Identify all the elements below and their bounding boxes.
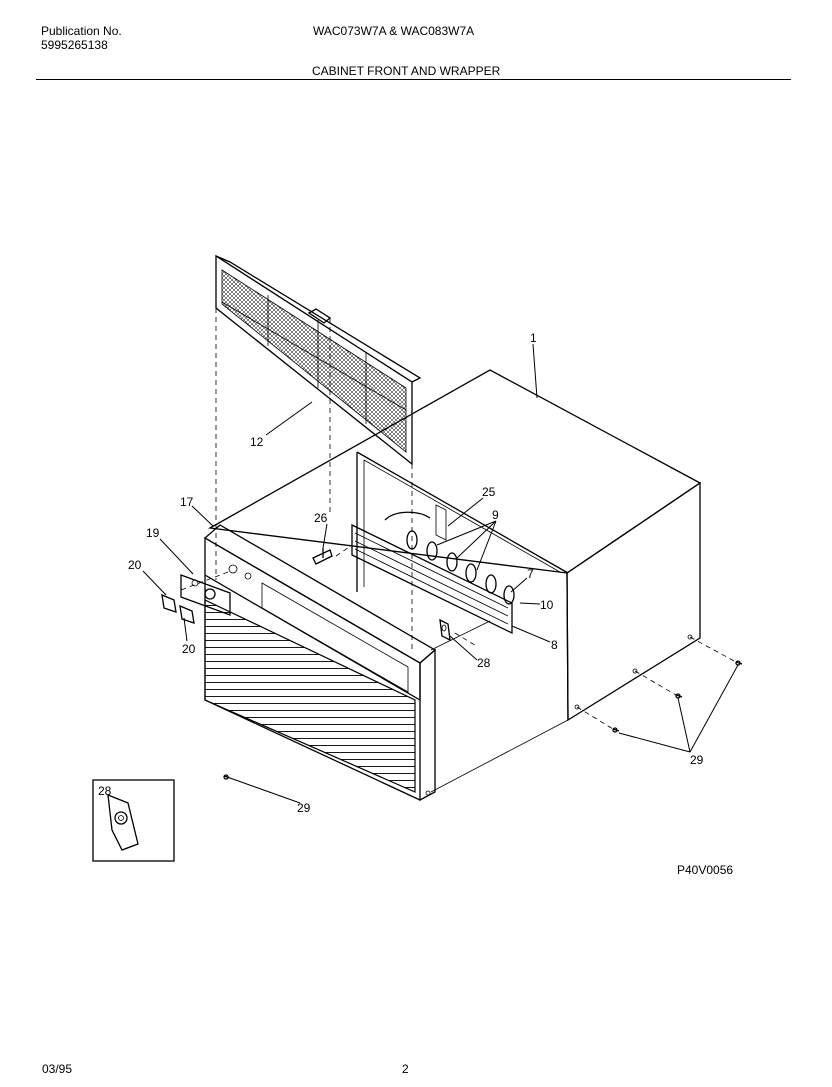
air-filter bbox=[215, 254, 422, 466]
callout-20-lower: 20 bbox=[182, 642, 196, 656]
model-numbers: WAC073W7A & WAC083W7A bbox=[313, 24, 475, 38]
retaining-clips bbox=[312, 548, 451, 642]
front-grille bbox=[203, 524, 437, 802]
publication-label: Publication No. bbox=[41, 24, 122, 38]
control-knobs bbox=[161, 593, 195, 624]
leader-lines bbox=[142, 343, 739, 804]
footer-page-number: 2 bbox=[402, 1062, 409, 1076]
callout-10: 10 bbox=[540, 598, 554, 612]
callout-labels: 1 12 17 19 20 20 25 26 9 7 10 8 28 28 29… bbox=[98, 331, 704, 815]
section-title: CABINET FRONT AND WRAPPER bbox=[312, 64, 501, 78]
callout-12: 12 bbox=[250, 435, 264, 449]
callout-26: 26 bbox=[314, 511, 328, 525]
louver-assembly bbox=[351, 504, 515, 635]
callout-7: 7 bbox=[527, 567, 534, 581]
callout-9: 9 bbox=[492, 508, 499, 522]
assembly-guide-lines bbox=[180, 308, 737, 730]
callout-19: 19 bbox=[146, 526, 160, 540]
callout-1: 1 bbox=[530, 331, 537, 345]
footer-date: 03/95 bbox=[42, 1062, 73, 1076]
control-panel bbox=[180, 574, 231, 616]
callout-8: 8 bbox=[551, 638, 558, 652]
callout-20-upper: 20 bbox=[128, 558, 142, 572]
screws bbox=[223, 660, 743, 780]
callout-25: 25 bbox=[482, 485, 496, 499]
callout-17: 17 bbox=[180, 495, 194, 509]
publication-number: 5995265138 bbox=[41, 38, 108, 52]
callout-29-bottom: 29 bbox=[297, 801, 311, 815]
callout-29-right: 29 bbox=[690, 753, 704, 767]
callout-28: 28 bbox=[477, 656, 491, 670]
drawing-code: P40V0056 bbox=[677, 863, 734, 877]
inset-detail-box bbox=[92, 779, 175, 862]
header-rule bbox=[36, 79, 791, 80]
callout-28-inset: 28 bbox=[98, 784, 112, 798]
